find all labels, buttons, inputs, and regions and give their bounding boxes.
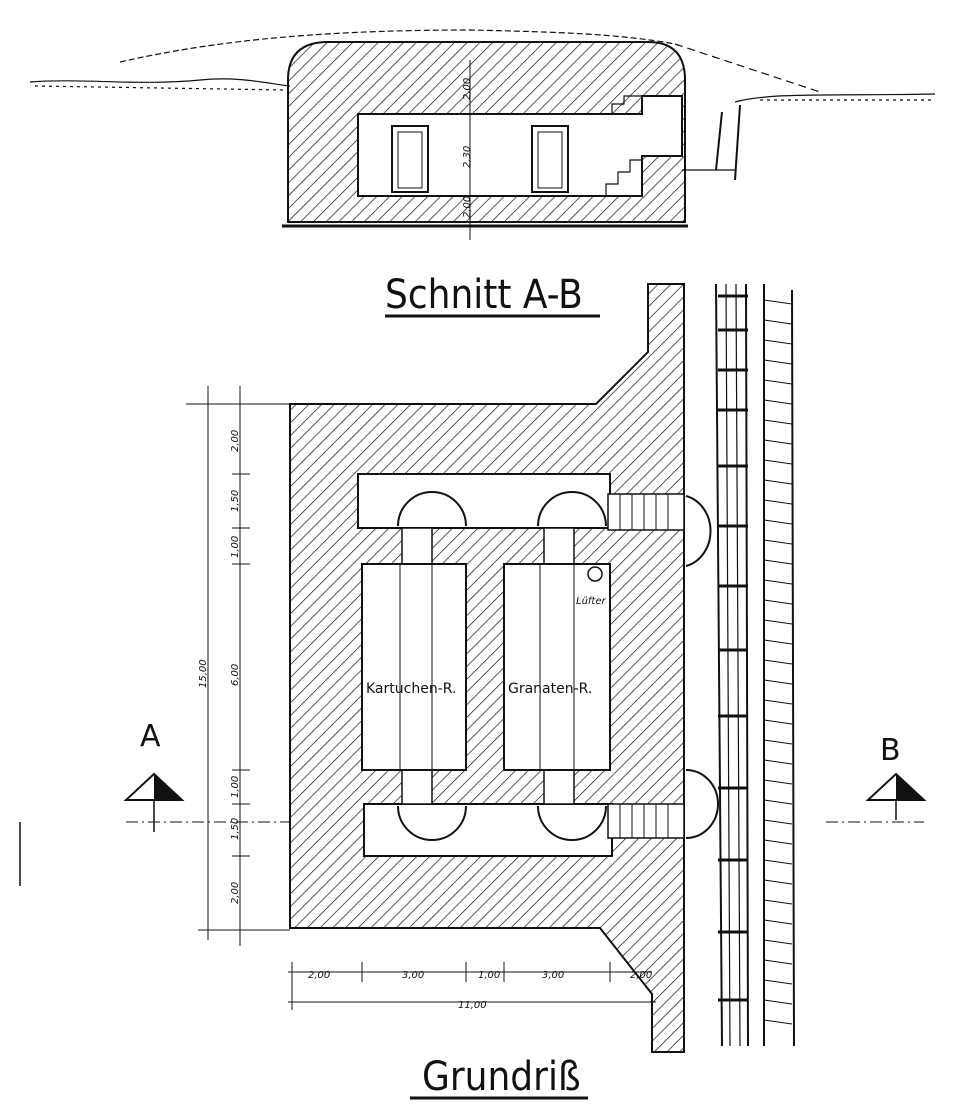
plan-concrete (289, 283, 685, 1053)
section-door-right-inner (537, 131, 563, 189)
hdim-seg-3: 1,00 (478, 970, 500, 981)
hdim-seg-2: 3,00 (402, 970, 424, 981)
vdim-seg-2: 1,50 (230, 490, 241, 512)
plan-title: Grundriß (422, 1054, 581, 1100)
section-interior (357, 95, 683, 197)
section-mark-a: A (140, 719, 161, 754)
section-dim-lower: 2,00 (462, 196, 473, 218)
earth-cover (119, 29, 676, 63)
section-stairs-lower (605, 156, 643, 196)
hdim-seg-5: 2,00 (630, 970, 652, 981)
plan-stair-upper (607, 493, 685, 531)
plan-corridor-lower (363, 803, 613, 857)
vdim-total: 15,00 (198, 659, 209, 688)
trench-wall (715, 104, 741, 181)
plan-stair-lower (607, 803, 685, 839)
section-stairs-upper (611, 95, 642, 114)
door-swing-ll-icon (397, 805, 467, 841)
vdim-seg-6: 1,50 (230, 818, 241, 840)
vdim-seg-3: 1,00 (230, 536, 241, 558)
section-title: Schnitt A-B (385, 272, 583, 318)
section-arrow-b-fill (896, 774, 924, 800)
vdim-seg-1: 2,00 (230, 430, 241, 452)
revetment-planks (763, 299, 793, 1025)
ground-hatch-left (34, 85, 286, 91)
stair-treads (619, 494, 669, 838)
vent-label: Lüfter (576, 596, 607, 607)
section-door-right (531, 125, 569, 193)
section-dim-upper: 2,00 (462, 78, 473, 100)
room-label-right: Granaten-R. (508, 681, 592, 697)
section-door-left (391, 125, 429, 193)
ground-line-left (29, 78, 291, 87)
vdim-seg-4: 6,00 (230, 664, 241, 686)
plan-room-right (503, 563, 611, 771)
section-view: 2,00 2,30 2,00 (29, 29, 936, 240)
outer-door-swing-lower-icon (685, 769, 719, 839)
plan-passage-ul (401, 527, 433, 565)
door-swing-ul-icon (397, 491, 467, 527)
door-swing-lr-icon (537, 805, 607, 841)
ground-line-right (674, 43, 821, 93)
hdim-total: 11,00 (458, 1000, 487, 1011)
horizontal-dim-lines (288, 962, 656, 1010)
section-door-left-inner (397, 131, 423, 189)
plan-passage-ll (401, 769, 433, 805)
section-dim-middle: 2,30 (462, 146, 473, 168)
trench-cross-ties (718, 294, 748, 1002)
outer-door-swing-upper-icon (685, 495, 712, 567)
door-swing-ur-icon (537, 491, 607, 527)
plan-passage-ur (543, 527, 575, 565)
plan-corridor-upper (357, 473, 611, 529)
vent-circle-icon (587, 566, 603, 582)
vertical-dim-lines (186, 386, 290, 946)
section-mark-b: B (880, 733, 901, 768)
section-arrow-a-fill (154, 774, 182, 800)
vdim-seg-7: 2,00 (230, 882, 241, 904)
plan-passage-lr (543, 769, 575, 805)
ground-line-right-2 (734, 93, 936, 103)
hdim-seg-1: 2,00 (308, 970, 330, 981)
plan-view: Kartuchen-R. Granaten-R. Lüfter (19, 283, 927, 1053)
vdim-seg-5: 1,00 (230, 776, 241, 798)
hdim-seg-4: 3,00 (542, 970, 564, 981)
plan-room-left (361, 563, 467, 771)
room-label-left: Kartuchen-R. (366, 681, 456, 697)
